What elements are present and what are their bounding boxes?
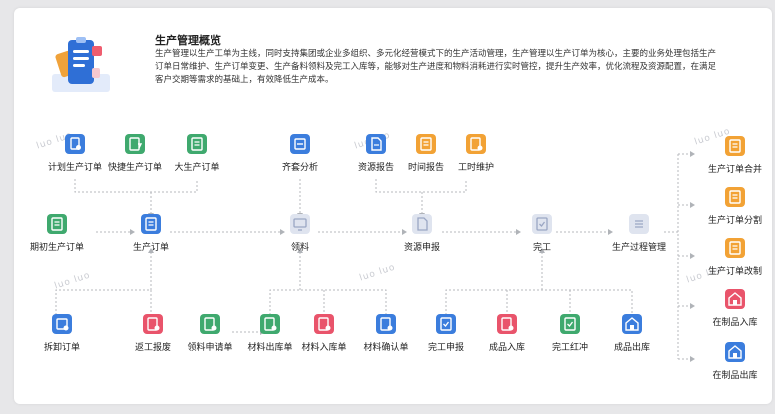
node-label: 材料入库单 [301, 343, 347, 353]
description-line: 客户交期等需求的基础上，有效降低生产成本。 [155, 75, 334, 85]
node-order-change[interactable]: 生产订单改制 [685, 238, 772, 286]
page-description: 生产管理以生产工单为主线，同时支持集团或企业多组织、多元化经营模式下的生产活动管… [155, 48, 753, 87]
node-label: 完工 [532, 243, 551, 253]
node-label: 领料 [290, 243, 309, 253]
document-list-icon [141, 214, 161, 234]
node-label: 领料申请单 [187, 343, 233, 353]
node-finished-in[interactable]: 成品入库 [457, 314, 557, 362]
node-label: 齐套分析 [281, 163, 318, 173]
node-wip-out[interactable]: 在制品出库 [685, 342, 772, 390]
node-picking[interactable]: 领料 [250, 214, 350, 262]
clipboard-check-icon [532, 214, 552, 234]
node-material-confirm[interactable]: 材料确认单 [336, 314, 436, 362]
node-label: 资源申报 [403, 243, 440, 253]
node-quick-order[interactable]: 快捷生产订单 [85, 134, 185, 182]
analysis-icon [290, 134, 310, 154]
clipboard-check-icon [560, 314, 580, 334]
clipboard-illustration-icon [52, 37, 110, 92]
node-order-merge[interactable]: 生产订单合并 [685, 136, 772, 184]
node-label: 成品出库 [613, 343, 650, 353]
node-label: 完工申报 [427, 343, 464, 353]
node-label: 生产订单 [132, 243, 169, 253]
node-resource-declare[interactable]: 资源申报 [372, 214, 472, 262]
outbound-icon [260, 314, 280, 334]
document-list-icon [47, 214, 67, 234]
node-label: 在制品入库 [712, 318, 758, 328]
node-label: 返工报废 [134, 343, 171, 353]
hours-icon [466, 134, 486, 154]
node-material-in[interactable]: 材料入库单 [274, 314, 374, 362]
node-picking-request[interactable]: 领料申请单 [160, 314, 260, 362]
node-rework-report[interactable]: 返工报废 [103, 314, 203, 362]
node-label: 生产订单改制 [707, 267, 762, 277]
node-label: 计划生产订单 [47, 163, 102, 173]
page-title: 生产管理概览 [155, 34, 221, 47]
merge-icon [725, 136, 745, 156]
node-resource-report[interactable]: 资源报告 [326, 134, 426, 182]
node-order-split[interactable]: 生产订单分割 [685, 187, 772, 235]
node-label: 生产订单分割 [707, 216, 762, 226]
node-label: 拆卸订单 [43, 343, 80, 353]
node-finished-out[interactable]: 成品出库 [582, 314, 682, 362]
document-lightning-icon [125, 134, 145, 154]
inbound-icon [314, 314, 334, 334]
description-line: 订单日常维护、生产订单变更、生产备料领料及完工入库等，能够对生产进度和物料消耗进… [155, 62, 717, 72]
node-production-order[interactable]: 生产订单 [101, 214, 201, 262]
report-icon [366, 134, 386, 154]
overview-card: 生产管理概览 生产管理以生产工单为主线，同时支持集团或企业多组织、多元化经营模式… [14, 8, 772, 404]
warehouse-out-icon [725, 342, 745, 362]
node-completion[interactable]: 完工 [492, 214, 592, 262]
node-label: 期初生产订单 [29, 243, 84, 253]
node-hour-maintain[interactable]: 工时维护 [426, 134, 526, 182]
node-process-mgmt[interactable]: 生产过程管理 [589, 214, 689, 262]
document-check-icon [65, 134, 85, 154]
node-big-order[interactable]: 大生产订单 [147, 134, 247, 182]
node-opening-order[interactable]: 期初生产订单 [14, 214, 107, 262]
node-label: 完工红冲 [551, 343, 588, 353]
node-label: 资源报告 [357, 163, 394, 173]
time-report-icon [416, 134, 436, 154]
node-label: 快捷生产订单 [107, 163, 162, 173]
inbound-icon [497, 314, 517, 334]
document-icon [412, 214, 432, 234]
node-plan-order[interactable]: 计划生产订单 [25, 134, 125, 182]
node-label: 生产订单合并 [707, 165, 762, 175]
confirm-icon [376, 314, 396, 334]
warehouse-in-icon [725, 289, 745, 309]
node-label: 大生产订单 [174, 163, 220, 173]
node-wip-in[interactable]: 在制品入库 [685, 289, 772, 337]
node-label: 工时维护 [457, 163, 494, 173]
node-label: 在制品出库 [712, 371, 758, 381]
node-label: 材料确认单 [363, 343, 409, 353]
clipboard-check-icon [436, 314, 456, 334]
node-label: 成品入库 [488, 343, 525, 353]
node-completion-reverse[interactable]: 完工红冲 [520, 314, 620, 362]
monitor-icon [290, 214, 310, 234]
rework-icon [143, 314, 163, 334]
list-icon [629, 214, 649, 234]
edit-document-icon [725, 238, 745, 258]
node-material-out[interactable]: 材料出库单 [220, 314, 320, 362]
node-label: 时间报告 [407, 163, 444, 173]
split-icon [52, 314, 72, 334]
node-label: 生产过程管理 [611, 243, 666, 253]
document-list-icon [187, 134, 207, 154]
split-document-icon [725, 187, 745, 207]
node-label: 材料出库单 [247, 343, 293, 353]
node-time-report[interactable]: 时间报告 [376, 134, 476, 182]
warehouse-icon [622, 314, 642, 334]
node-completion-declare[interactable]: 完工申报 [396, 314, 496, 362]
description-line: 生产管理以生产工单为主线，同时支持集团或企业多组织、多元化经营模式下的生产活动管… [155, 49, 717, 59]
node-kit-analysis[interactable]: 齐套分析 [250, 134, 350, 182]
request-icon [200, 314, 220, 334]
node-split-order[interactable]: 拆卸订单 [14, 314, 112, 362]
